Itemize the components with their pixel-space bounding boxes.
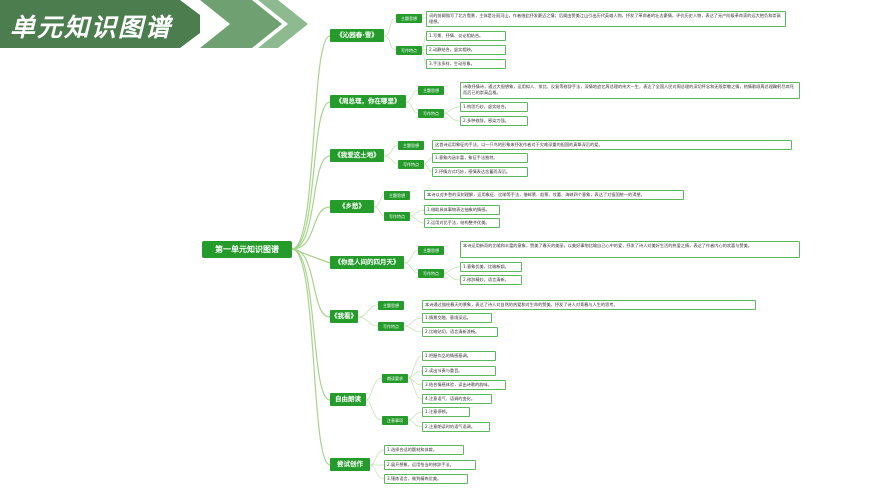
lesson-node-5[interactable]: 《你是人间的四月天》 xyxy=(330,256,404,269)
reading-item-4: 4.注意语气、语调的变化。 xyxy=(422,394,492,404)
link-l5-art-b xyxy=(443,272,461,281)
link-l2-theme xyxy=(405,89,419,103)
notes-item-1: 1.注意停顿。 xyxy=(422,407,470,417)
link-root-l7 xyxy=(291,248,331,401)
link-l5-theme xyxy=(403,249,419,264)
art-item-3-2: 2.抒情方式巧妙，感情表达含蓄而深沉。 xyxy=(432,167,528,177)
link-l7-r4 xyxy=(407,377,423,400)
reading-item-2: 2.读出节奏与重音。 xyxy=(422,366,496,376)
theme-box-4: 本诗以对乡愁的深刻理解，运用象征、比喻等手法，借邮票、船票、坟墓、海峡四个意象，… xyxy=(424,190,684,200)
link-l1-theme xyxy=(383,17,397,37)
notes-tag[interactable]: 注意事项 xyxy=(382,416,408,425)
lesson-node-7[interactable]: 自由朗读 xyxy=(330,393,366,406)
reading-item-1: 1.把握作品的情感基调。 xyxy=(422,351,496,361)
art-tag-2[interactable]: 写作特点 xyxy=(418,109,444,118)
link-root-l1 xyxy=(291,35,331,250)
link-l7-n1 xyxy=(407,411,423,421)
art-item-5-2: 2.修辞精妙，语言清新。 xyxy=(460,275,522,285)
notes-item-2: 2.注意朗读时的语气语调。 xyxy=(422,422,490,432)
link-root-l3 xyxy=(291,155,331,250)
art-item-2-1: 1.构思巧妙，虚实结合。 xyxy=(460,102,528,112)
link-l8-c1 xyxy=(369,449,385,466)
art-tag-3[interactable]: 写作特点 xyxy=(398,160,424,169)
link-root-l2 xyxy=(291,101,331,250)
lesson-node-8[interactable]: 尝试创作 xyxy=(330,458,370,471)
theme-tag-6[interactable]: 主题思想 xyxy=(378,301,404,310)
link-l3-art-b xyxy=(423,163,433,173)
lesson-node-1[interactable]: 《沁园春·雪》 xyxy=(330,29,384,42)
create-item-3: 3.锤炼语言，做到精练优美。 xyxy=(384,474,468,484)
link-root-l4 xyxy=(291,206,331,250)
art-item-4-2: 2.运用对比手法，结构整齐优美。 xyxy=(424,218,500,228)
art-item-1-1: 1.写景、抒情、议论相结合。 xyxy=(426,31,506,41)
link-l2-art xyxy=(405,101,419,114)
art-item-3-1: 1.意象内涵丰富，象征手法独特。 xyxy=(432,153,528,163)
theme-box-2: 诗歌抒情诗，通过大胆想象，运用拟人、排比、反复等修辞手法，深情地追忆周总理的伟大… xyxy=(460,82,800,99)
link-l5-art xyxy=(403,262,419,274)
art-item-2-2: 2.多种修辞，感染力强。 xyxy=(460,116,528,126)
link-l7-n2 xyxy=(407,419,423,428)
link-l6-art-a xyxy=(403,317,423,327)
theme-box-5: 本诗运用新奇的比喻和丰富的意象，赞美了春天的美丽，以美好事物比喻自己心中的爱，抒… xyxy=(460,241,800,258)
link-l8-c3 xyxy=(369,464,385,480)
theme-box-3: 这首诗运用象征的手法，以一只鸟的形象来抒发作者对于灾难深重的祖国的真挚深沉的爱。 xyxy=(432,140,792,150)
art-tag-1[interactable]: 写作特点 xyxy=(396,46,422,55)
link-l2-art-a xyxy=(443,106,461,114)
link-l3-art-a xyxy=(423,157,433,165)
link-l4-art-a xyxy=(409,209,425,217)
theme-box-1: 词的前阕描写了北方雪景，主体是壮丽河山，作者借此抒发豪迈之情；后阕由赞美江山引出… xyxy=(426,11,786,27)
link-l7-notes xyxy=(365,399,383,421)
link-l6-art xyxy=(357,316,379,327)
lesson-node-6[interactable]: 《我看》 xyxy=(330,310,358,323)
link-root-l6 xyxy=(291,248,331,318)
banner-chevron-1 xyxy=(200,0,282,48)
link-l7-r1 xyxy=(407,355,423,379)
link-root-l8 xyxy=(291,248,331,466)
theme-tag-4[interactable]: 主题思想 xyxy=(384,191,410,200)
root-node[interactable]: 第一单元知识图谱 xyxy=(202,241,292,258)
theme-tag-3[interactable]: 主题思想 xyxy=(398,141,424,150)
link-l7-reading xyxy=(365,377,383,401)
link-l4-art xyxy=(373,206,385,217)
art-item-4-1: 1.借助具体事物表达抽象的情感。 xyxy=(424,205,500,215)
link-l3-art xyxy=(383,155,399,165)
link-l6-theme xyxy=(357,304,379,318)
link-l1-art xyxy=(383,35,397,51)
art-item-1-3: 3.手法多样，生动形象。 xyxy=(426,59,506,69)
link-l4-theme xyxy=(373,194,385,208)
theme-box-6: 本诗通过描绘春天的景象，表达了诗人对自然的热爱和对生命的赞美，抒发了诗人对青春与… xyxy=(422,300,756,310)
link-l1-art-a xyxy=(421,35,427,51)
link-l6-art-b xyxy=(403,325,423,333)
link-l1-art-c xyxy=(421,49,427,65)
lesson-node-4[interactable]: 《乡愁》 xyxy=(330,200,374,213)
banner-title: 单元知识图谱 xyxy=(10,13,173,42)
banner-bar xyxy=(0,0,200,48)
theme-tag-1[interactable]: 主题思想 xyxy=(396,14,422,23)
art-tag-5[interactable]: 写作特点 xyxy=(418,269,444,278)
create-item-2: 2.展开想象，运用恰当的修辞手法。 xyxy=(384,460,476,470)
banner-gap xyxy=(180,0,232,48)
art-tag-4[interactable]: 写作特点 xyxy=(384,212,410,221)
art-item-5-1: 1.意象优美，比喻新颖。 xyxy=(460,262,522,272)
banner-ribbon xyxy=(0,0,308,48)
art-tag-6[interactable]: 写作特点 xyxy=(378,322,404,331)
reading-item-3: 3.结合情感体验，读出诗歌的韵味。 xyxy=(422,380,506,390)
lesson-node-2[interactable]: 《周总理，你在哪里》 xyxy=(330,95,406,108)
link-l4-art-b xyxy=(409,215,425,224)
link-l2-art-b xyxy=(443,112,461,122)
theme-tag-2[interactable]: 主题思想 xyxy=(418,86,444,95)
reading-tag[interactable]: 朗读要求 xyxy=(382,374,408,383)
art-item-1-2: 2.动静结合，虚实相映。 xyxy=(426,45,506,55)
theme-tag-5[interactable]: 主题思想 xyxy=(418,246,444,255)
link-l3-theme xyxy=(383,144,399,157)
banner-chevron-2 xyxy=(258,0,308,48)
lesson-node-3[interactable]: 《我爱这土地》 xyxy=(330,149,384,162)
link-l5-art-a xyxy=(443,266,461,274)
create-item-1: 1.选择合适的题材和体裁。 xyxy=(384,445,464,455)
art-item-6-2: 2.比喻贴切，语言清新流畅。 xyxy=(422,327,498,337)
art-item-6-1: 1.情景交融，意境深远。 xyxy=(422,313,492,323)
